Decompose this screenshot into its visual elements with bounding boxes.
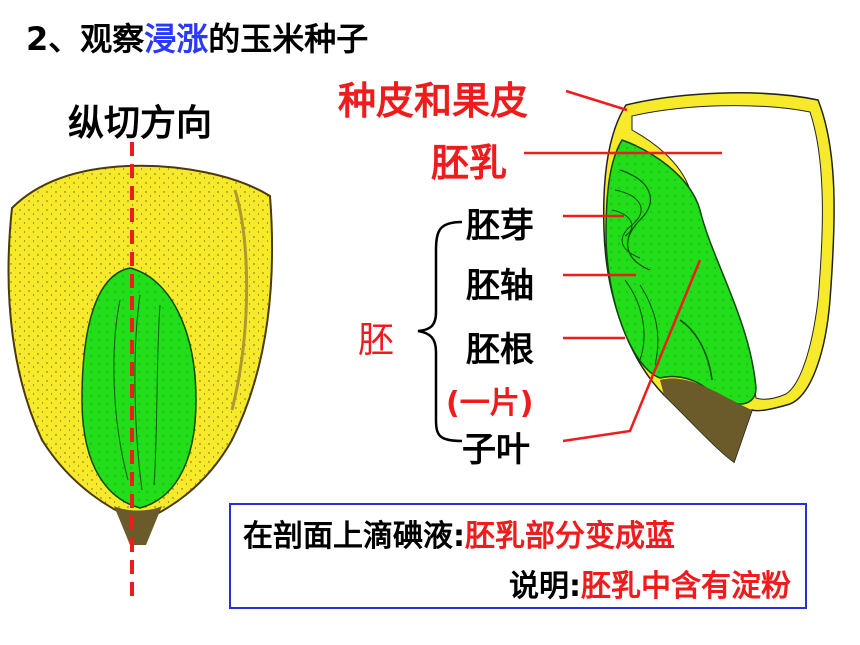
note-line-2: 说明:胚乳中含有淀粉 (509, 561, 791, 605)
title-rest: 的玉米种子 (208, 20, 369, 58)
left-tip-cap (114, 506, 162, 545)
note-line-1: 在剖面上滴碘液:胚乳部分变成蓝 (243, 511, 675, 555)
label-embryo: 胚 (358, 320, 395, 361)
left-embryo (81, 267, 197, 509)
label-endosperm: 胚乳 (431, 141, 508, 185)
label-plumule: 胚芽 (466, 206, 534, 246)
title-highlight: 浸涨 (144, 20, 209, 58)
label-hypocotyl: 胚轴 (466, 266, 534, 306)
note-line1-value: 胚乳部分变成蓝 (465, 519, 675, 554)
cut-direction-label: 纵切方向 (68, 103, 213, 144)
embryo-brace (417, 220, 463, 443)
right-base (660, 378, 752, 462)
title-number: 2、观察 (26, 20, 145, 58)
label-seed-coat: 种皮和果皮 (338, 79, 529, 123)
page-title: 2、观察浸涨的玉米种子 (26, 14, 368, 60)
label-radicle: 胚根 (466, 330, 534, 370)
leader-lines (524, 89, 722, 443)
label-one-piece: (一片) (446, 386, 534, 421)
note-line1-label: 在剖面上滴碘液: (243, 519, 465, 554)
label-cotyledon: 子叶 (462, 430, 530, 470)
iodine-note-box: 在剖面上滴碘液:胚乳部分变成蓝 说明:胚乳中含有淀粉 (229, 503, 807, 609)
right-seed (602, 92, 835, 464)
note-line2-label: 说明: (509, 569, 581, 604)
note-line2-value: 胚乳中含有淀粉 (581, 569, 791, 604)
left-seed (7, 142, 274, 598)
